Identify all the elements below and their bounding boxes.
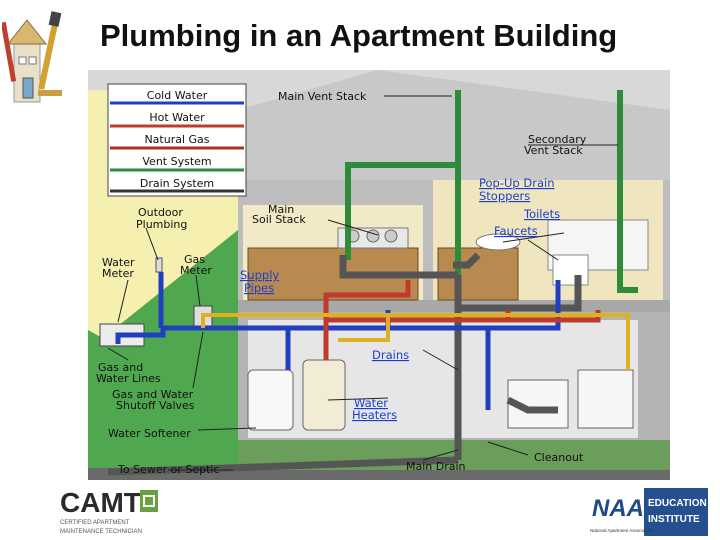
label-water-meter-2: Meter [102,267,134,280]
camt-sub2: MAINTENANCE TECHNICIAN [60,529,142,535]
legend: Cold Water Hot Water Natural Gas Vent Sy… [107,83,247,197]
camt-logo-text: CAMT [60,487,141,518]
plumbing-diagram: Cold Water Hot Water Natural Gas Vent Sy… [88,70,670,480]
label-water-softener: Water Softener [108,427,191,440]
label-water-heaters-1: Water [354,396,388,410]
gas-pipes [201,313,630,370]
label-main-drain: Main Drain [406,460,466,473]
label-to-sewer: To Sewer or Septic [117,463,220,476]
camt-sub1: CERTIFIED APARTMENT [60,520,130,526]
label-gas-water-lines-1: Gas and [98,361,143,374]
label-cleanout: Cleanout [534,451,584,464]
naa-abbr: NAA [592,495,644,522]
label-faucets: Faucets [494,224,538,238]
naa-education-institute-logo: NAA EDUCATION INSTITUTE National Apartme… [588,486,710,538]
label-drains: Drains [372,348,409,362]
label-main-vent-stack: Main Vent Stack [278,90,367,103]
label-shutoff-1: Gas and Water [112,388,194,401]
water-heater-1 [247,369,294,431]
legend-item-drain-system: Drain System [140,177,214,190]
cold-water-pipes [115,272,561,410]
naa-sub: National Apartment Association [590,528,653,533]
legend-item-hot-water: Hot Water [149,111,205,124]
label-secondary-vent-1: Secondary [528,133,587,146]
label-water-meter-1: Water [102,256,135,269]
legend-item-cold-water: Cold Water [147,89,208,102]
camt-logo: CAMT CERTIFIED APARTMENT MAINTENANCE TEC… [60,487,158,535]
label-gas-meter-2: Meter [180,264,212,277]
label-gas-water-lines-2: Water Lines [96,372,161,385]
label-main-soil-1: Main [268,203,294,216]
label-shutoff-2: Shutoff Valves [116,399,195,412]
label-outdoor-1: Outdoor [138,206,183,219]
label-water-heaters-2: Heaters [352,408,397,422]
label-outdoor-2: Plumbing [136,218,187,231]
label-gas-meter-1: Gas [184,253,205,266]
label-secondary-vent-2: Vent Stack [524,144,583,157]
label-supply-1: Supply [240,268,279,282]
label-main-soil-2: Soil Stack [252,213,306,226]
label-pop-up-2: Stoppers [479,189,530,203]
label-toilets: Toilets [523,207,560,221]
label-pop-up-1: Pop-Up Drain [479,176,555,190]
house-tools-logo [2,11,62,103]
legend-item-vent-system: Vent System [142,155,211,168]
drain-pipes [107,252,582,476]
dryer [577,369,634,429]
legend-item-natural-gas: Natural Gas [144,133,209,146]
water-heater-2 [302,359,346,431]
label-supply-2: Pipes [244,281,274,295]
slide-title: Plumbing in an Apartment Building [100,18,618,53]
naa-edu1: EDUCATION [648,498,707,509]
naa-edu2: INSTITUTE [648,514,700,525]
